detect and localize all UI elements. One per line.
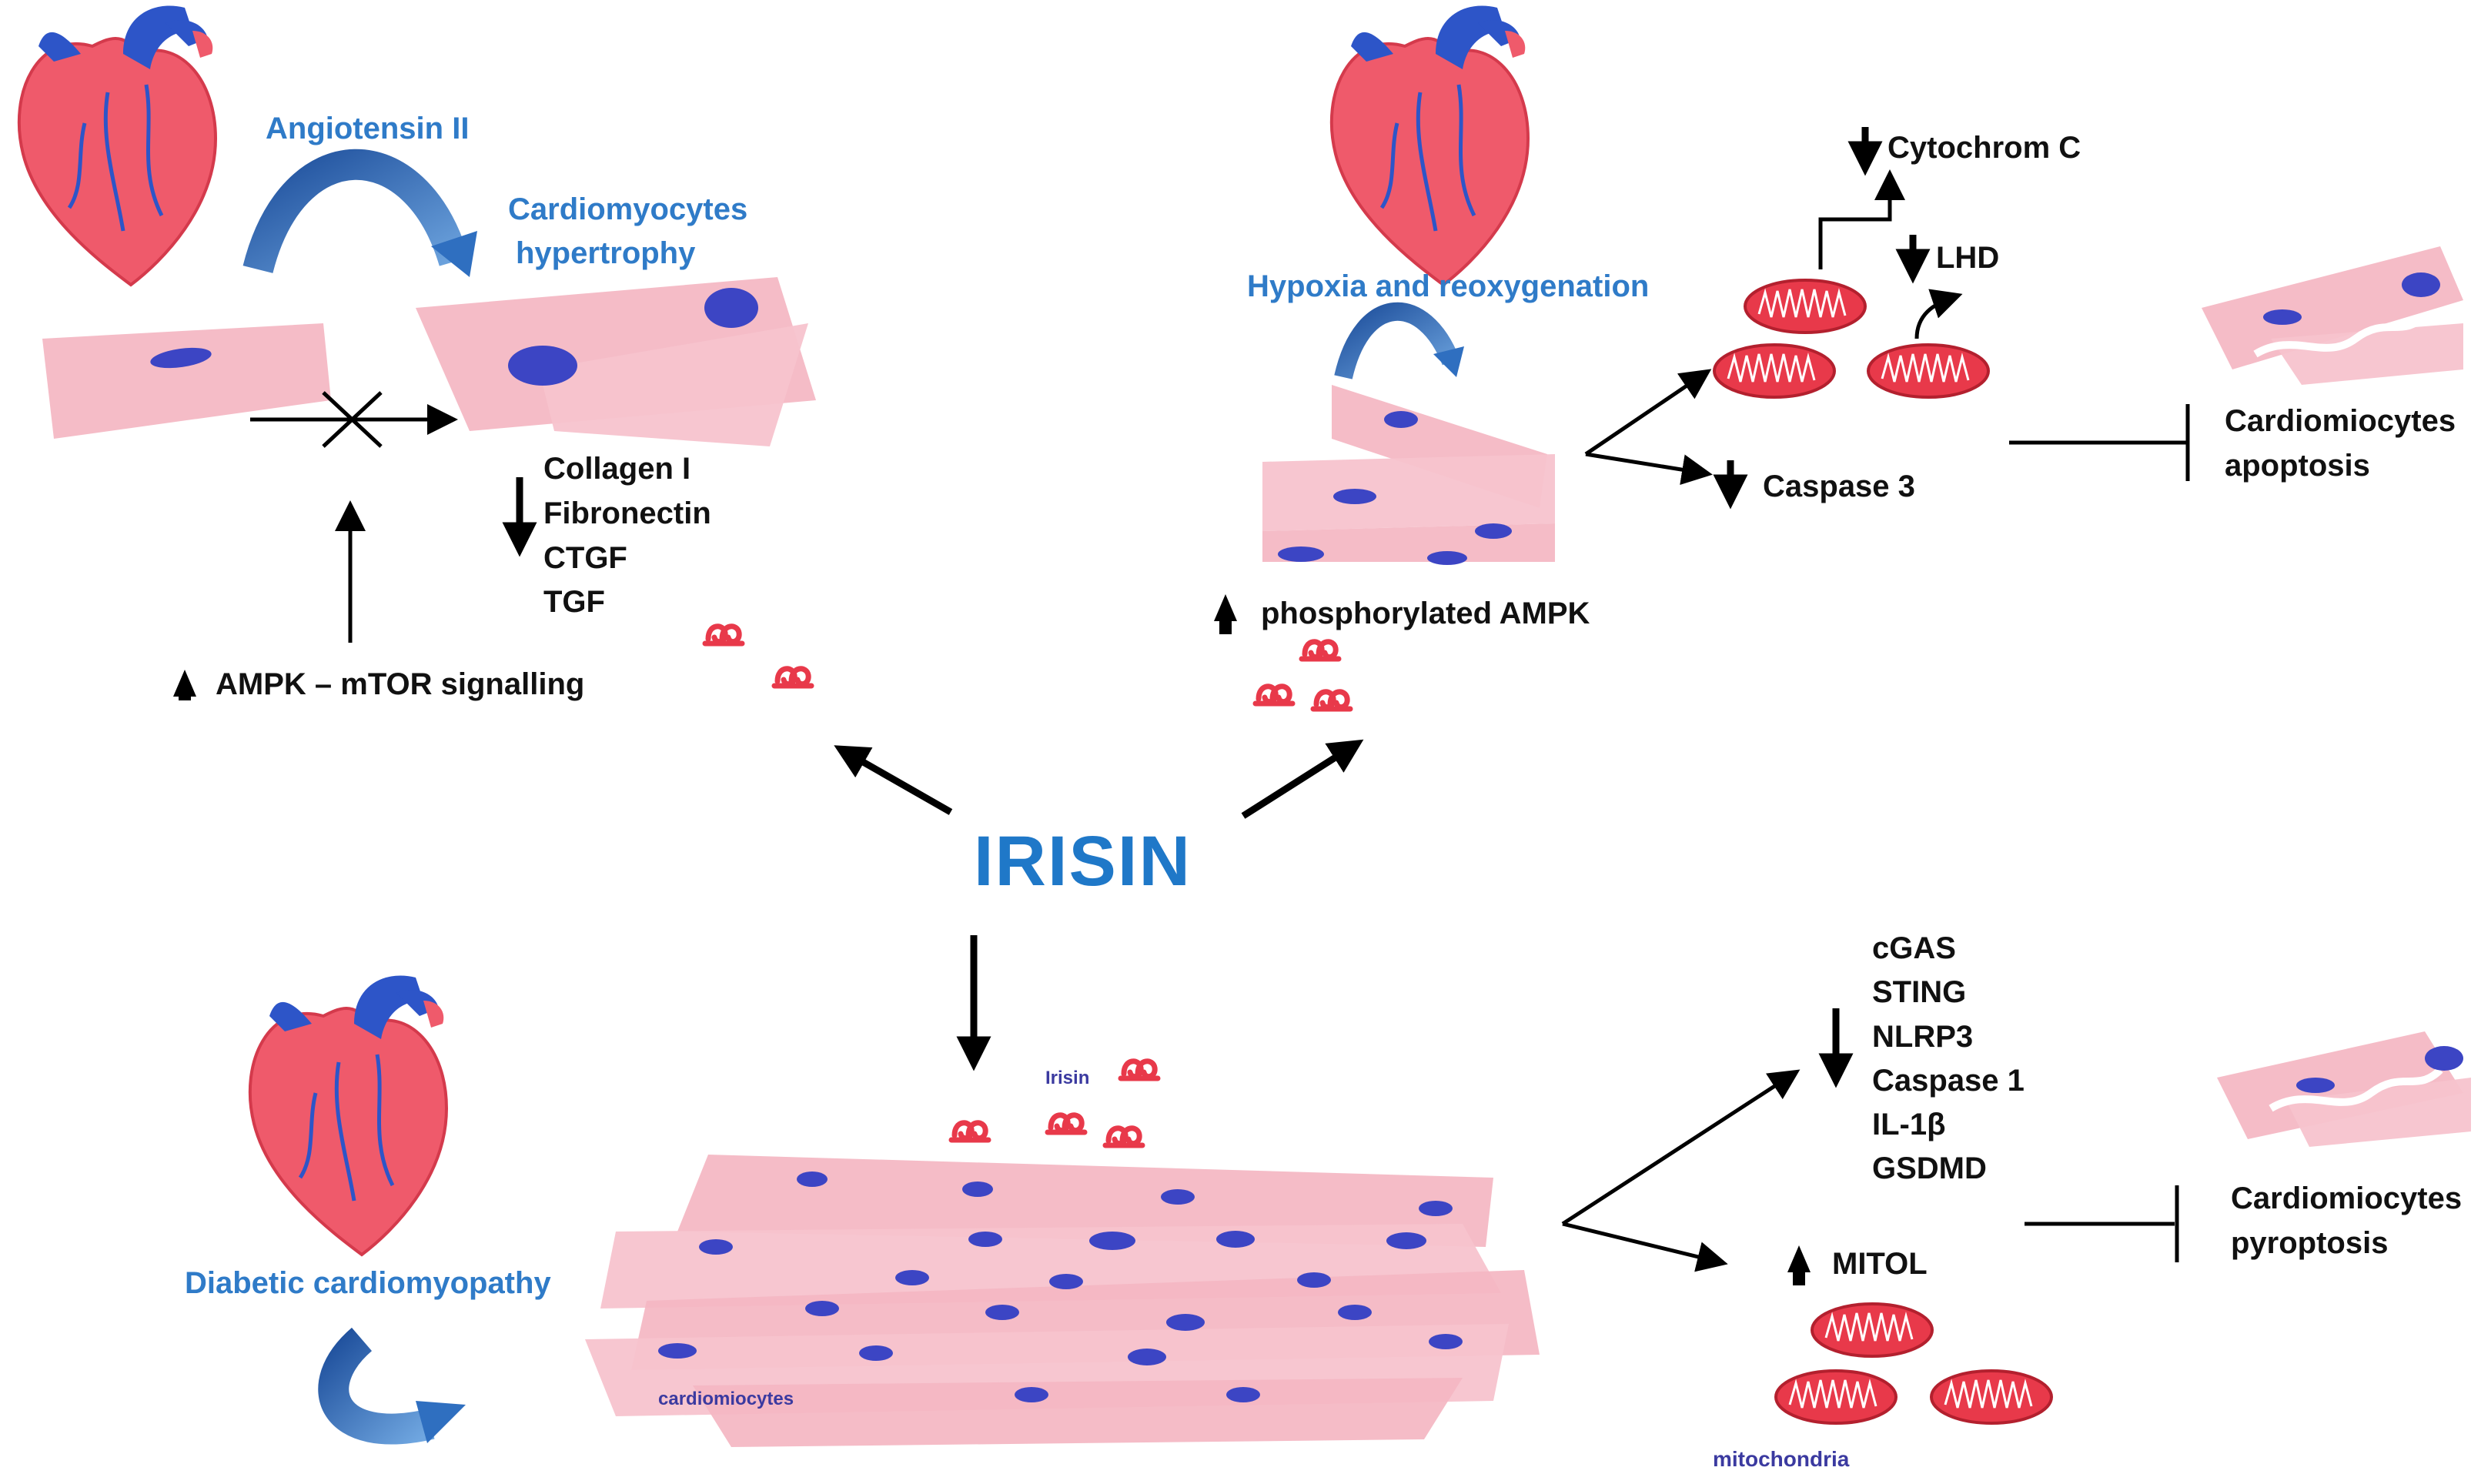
mitochondrion-icon <box>1867 343 1990 399</box>
phosphorylated-ampk-label: phosphorylated AMPK <box>1261 597 1590 630</box>
apoptotic-cell-icon <box>2202 246 2463 385</box>
irisin-small-label: Irisin <box>1045 1068 1089 1088</box>
irisin-molecule-icon <box>951 1123 988 1140</box>
branch-arrow <box>1561 1069 1801 1226</box>
hypertrophic-cell-icon <box>416 277 816 446</box>
heart-icon <box>1332 6 1528 286</box>
hypoxia-label: Hypoxia and reoxygenation <box>1247 269 1649 303</box>
ampk-mtor-label: AMPK – mTOR signalling <box>216 667 584 701</box>
irisin-molecule-icon <box>1048 1115 1085 1132</box>
irisin-molecule-icon <box>705 627 742 643</box>
irisin-molecule-icon <box>1105 1128 1142 1145</box>
cardiomyocyte-cell-icon <box>1262 385 1555 565</box>
irisin-molecule-icon <box>1256 687 1292 704</box>
marker-sting: STING <box>1872 975 1966 1009</box>
curved-arrow-head-icon <box>1433 346 1464 377</box>
mitochondrion-icon <box>1930 1369 2053 1425</box>
curved-arrow-icon <box>318 1327 435 1445</box>
mitochondrion-icon <box>1811 1302 1934 1358</box>
pyroptosis-label-line1: Cardiomiocytes <box>2231 1182 2462 1215</box>
caspase3-label: Caspase 3 <box>1763 470 1915 503</box>
irisin-arrow-top-left <box>834 745 953 815</box>
curved-arrow-icon <box>1334 302 1460 379</box>
apoptosis-label-line2: apoptosis <box>2225 449 2370 483</box>
release-arrow <box>1914 289 1963 339</box>
lhd-label: LHD <box>1936 241 1999 275</box>
curved-arrow-head-icon <box>416 1401 466 1443</box>
up-arrow-icon <box>1214 594 1237 621</box>
branch-arrow <box>1584 369 1712 456</box>
branch-arrow <box>1585 452 1713 485</box>
heart-icon <box>250 976 446 1255</box>
pyroptosis-label-line2: pyroptosis <box>2231 1226 2388 1260</box>
curved-arrow-head-icon <box>431 231 477 277</box>
marker-fibronectin: Fibronectin <box>543 496 711 530</box>
mitochondrion-icon <box>1713 343 1836 399</box>
mitochondrion-icon <box>1774 1369 1898 1425</box>
mitochondria-label: mitochondria <box>1713 1447 1850 1471</box>
marker-il1b: IL-1β <box>1872 1108 1946 1141</box>
release-arrow <box>1818 169 1905 269</box>
apoptosis-label-line1: Cardiomiocytes <box>2225 404 2456 438</box>
marker-ctgf: CTGF <box>543 541 627 575</box>
curved-arrow-icon <box>242 149 470 274</box>
pyroptotic-cell-icon <box>2217 1031 2471 1147</box>
marker-caspase1: Caspase 1 <box>1872 1064 2025 1098</box>
up-arrow-icon <box>1787 1245 1811 1272</box>
marker-tgf: TGF <box>543 585 605 619</box>
marker-collagen: Collagen I <box>543 452 690 486</box>
mitochondrion-icon <box>1744 279 1867 334</box>
marker-gsdmd: GSDMD <box>1872 1151 1987 1185</box>
cytochrom-label: Cytochrom C <box>1887 131 2081 165</box>
block-cross-icon <box>322 391 383 448</box>
cardiomyocyte-cell-icon <box>42 323 331 439</box>
hypertrophy-label-line1: Cardiomyocytes <box>508 192 747 226</box>
irisin-molecule-icon <box>1313 692 1350 709</box>
irisin-title: IRISIN <box>974 822 1192 901</box>
cardiomyocyte-tissue-icon <box>585 1155 1540 1447</box>
irisin-arrow-top-right <box>1241 739 1364 819</box>
hypertrophy-label-line2: hypertrophy <box>516 236 696 270</box>
mitol-label: MITOL <box>1832 1247 1928 1281</box>
angiotensin-label: Angiotensin II <box>266 112 469 145</box>
diabetic-label: Diabetic cardiomyopathy <box>185 1266 551 1300</box>
cardiomyocytes-small-label: cardiomiocytes <box>658 1389 794 1409</box>
marker-cgas: cGAS <box>1872 931 1956 965</box>
branch-arrow <box>1562 1222 1728 1272</box>
irisin-molecule-icon <box>774 669 811 686</box>
heart-icon <box>19 6 216 286</box>
irisin-molecule-icon <box>1302 642 1339 659</box>
marker-nlrp3: NLRP3 <box>1872 1020 1973 1054</box>
irisin-molecule-icon <box>1121 1061 1158 1078</box>
